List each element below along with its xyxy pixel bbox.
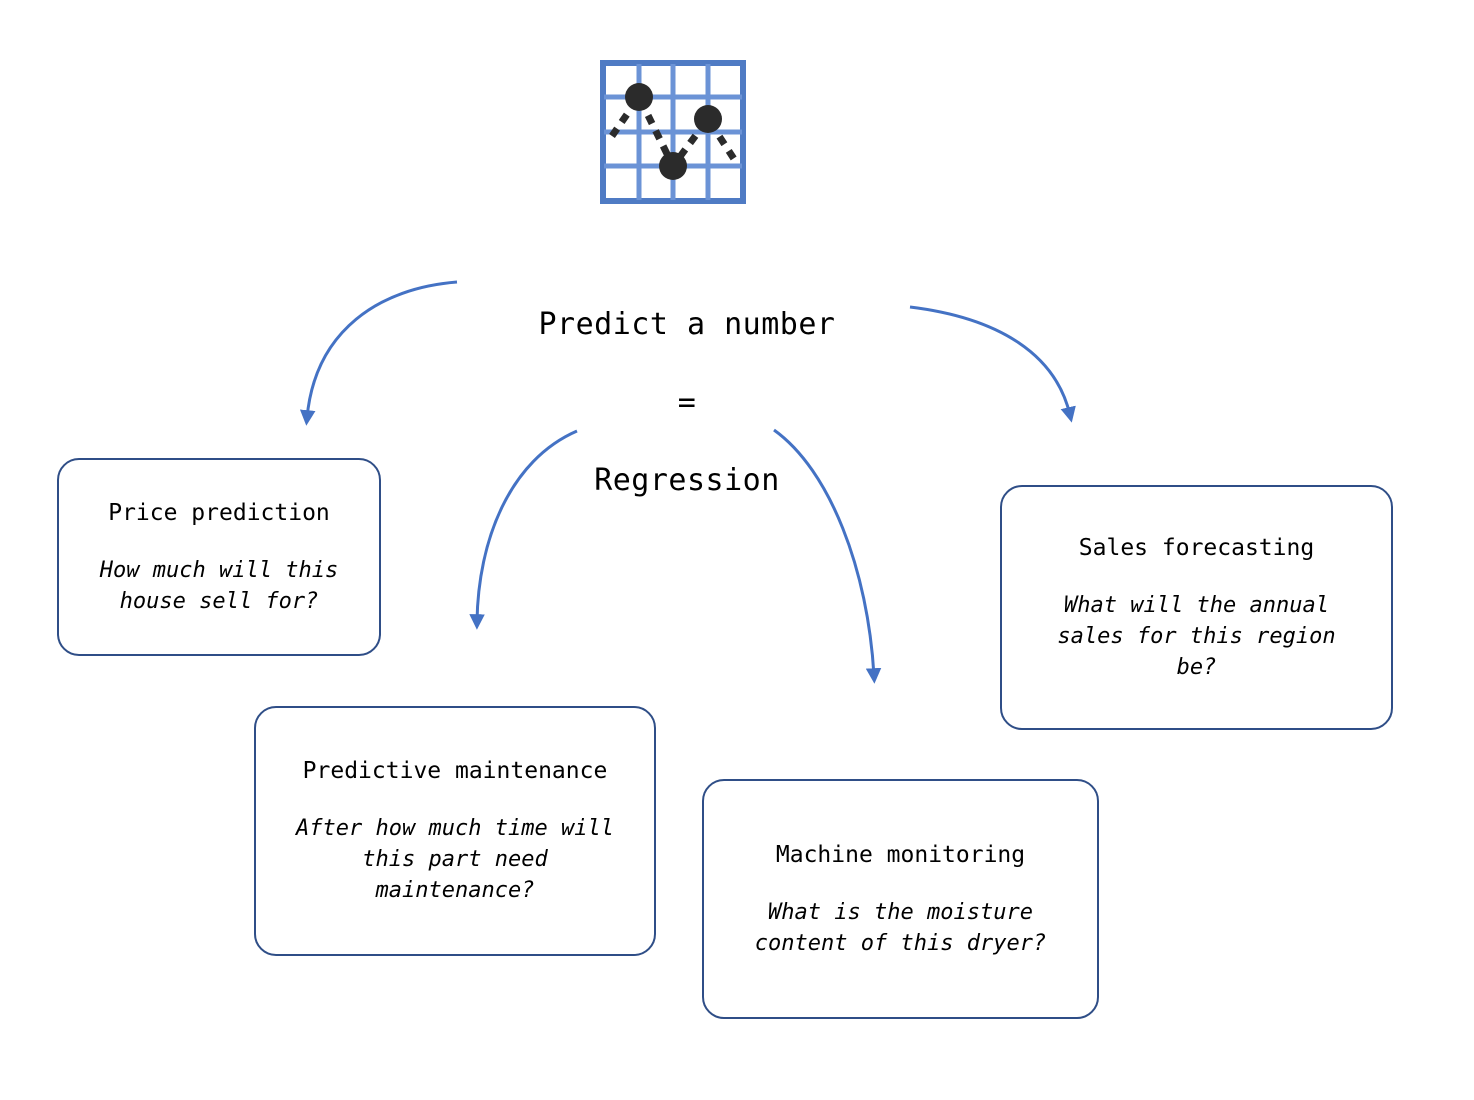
node-title: Price prediction	[108, 499, 330, 526]
node-question: After how much time will this part need …	[296, 816, 614, 903]
node-box-sales-forecasting[interactable]: Sales forecasting What will the annual s…	[1000, 485, 1393, 730]
node-box-machine-monitoring[interactable]: Machine monitoring What is the moisture …	[702, 779, 1099, 1019]
line-chart-grid-icon	[600, 60, 746, 204]
node-title: Machine monitoring	[775, 841, 1026, 868]
page-title: Predict a number = Regression	[437, 266, 937, 539]
node-box-predictive-maintenance[interactable]: Predictive maintenance After how much ti…	[254, 706, 656, 956]
node-question: How much will this house sell for?	[99, 557, 339, 614]
node-title: Predictive maintenance	[302, 758, 608, 784]
node-box-price-prediction[interactable]: Price prediction How much will this hous…	[57, 458, 381, 656]
node-question: What will the annual sales for this regi…	[1057, 592, 1336, 680]
hub-title-line-3: Regression	[594, 463, 780, 498]
arrow-to-price-prediction	[299, 280, 458, 426]
hub-title-line-2: =	[677, 385, 697, 420]
node-title: Sales forecasting	[1078, 534, 1315, 561]
node-question: What is the moisture content of this dry…	[754, 899, 1047, 956]
hub-title-line-1: Predict a number	[538, 307, 836, 342]
